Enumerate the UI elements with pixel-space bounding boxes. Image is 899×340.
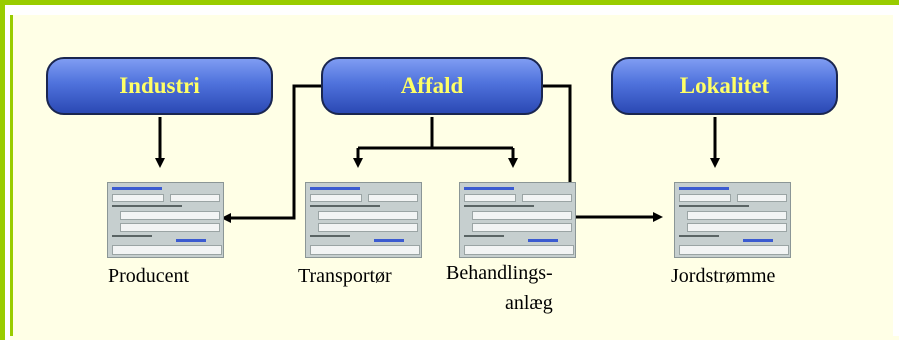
source-node-label: Lokalitet [679, 73, 770, 98]
form-thumbnail-transportor [305, 182, 422, 258]
label-behandlingsanlaeg-line1: Behandlings- [446, 262, 553, 284]
source-node-affald: Affald [321, 57, 543, 115]
form-thumbnail-producent [107, 182, 224, 258]
source-node-industri: Industri [46, 57, 273, 115]
panel-bottom-strip [10, 336, 899, 340]
form-thumbnail-behandlingsanlaeg [459, 182, 576, 258]
source-node-label: Affald [400, 73, 464, 98]
source-node-lokalitet: Lokalitet [611, 57, 838, 115]
label-jordstromme: Jordstrømme [671, 265, 776, 287]
label-producent: Producent [108, 265, 190, 287]
form-thumbnail-jordstromme [674, 182, 791, 258]
edge-affald-producent [221, 84, 323, 223]
label-behandlingsanlaeg-line2: anlæg [505, 292, 553, 314]
source-node-label: Industri [119, 73, 200, 98]
label-transportor: Transportør [298, 265, 392, 287]
edge-affald-jordstromme [541, 84, 663, 222]
